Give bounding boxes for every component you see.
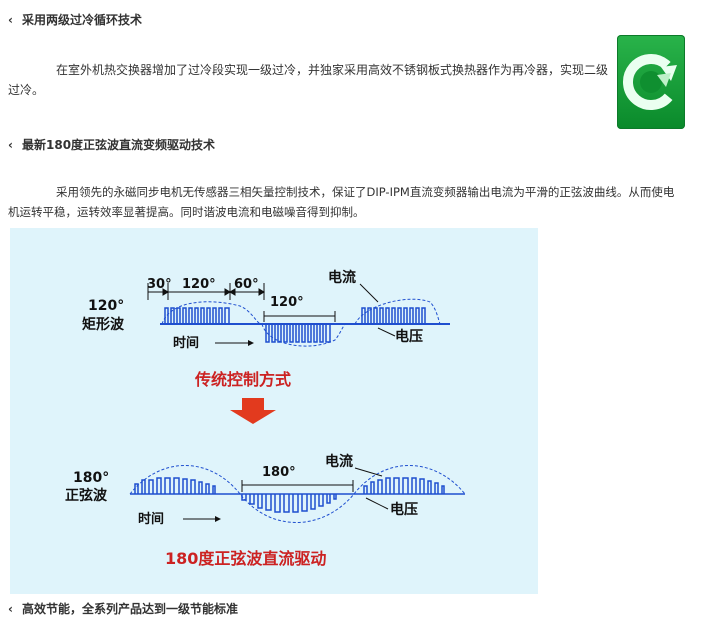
top-caption: 传统控制方式 [194, 370, 291, 389]
top-current-dashed [161, 298, 441, 347]
section-title-text: 采用两级过冷循环技术 [22, 13, 143, 27]
seg-60-label: 60° [234, 277, 259, 292]
bottom-time-label: 时间 [138, 511, 164, 527]
bottom-voltage-pointer [365, 497, 389, 510]
top-wave-label: 矩形波 [82, 316, 125, 333]
section-title-3: ‹ 高效节能，全系列产品达到一级节能标准 [8, 600, 238, 617]
top-time-arrow [215, 340, 254, 346]
chevron-left-icon: ‹ [8, 601, 13, 616]
top-current-label: 电流 [328, 269, 356, 286]
bottom-current-label: 电流 [325, 453, 353, 470]
green-c-arrow-icon [617, 35, 685, 129]
top-pwm-neg [265, 324, 331, 343]
section-title-text: 最新180度正弦波直流变频驱动技术 [22, 138, 216, 152]
bottom-time-arrow [183, 516, 221, 522]
top-angle-label: 120° [88, 298, 124, 314]
section-title-text: 高效节能，全系列产品达到一级节能标准 [22, 602, 239, 616]
bottom-current-pointer [354, 467, 383, 477]
seg-120-label: 120° [182, 277, 216, 292]
top-pwm-pos2 [361, 307, 426, 324]
paragraph-1-line2: 过冷。 [8, 83, 45, 97]
bottom-dimension-lines [241, 480, 354, 492]
paragraph-2-line2: 机运转平稳，运转效率显著提高。同时谐波电流和电磁噪音得到抑制。 [8, 205, 365, 219]
seg-30-label: 30° [147, 277, 172, 292]
section-title-1: ‹ 采用两级过冷循环技术 [8, 11, 142, 28]
down-arrow-icon [230, 398, 276, 424]
section-title-2: ‹ 最新180度正弦波直流变频驱动技术 [8, 136, 215, 153]
bottom-caption: 180度正弦波直流驱动 [165, 549, 326, 568]
chevron-left-icon: ‹ [8, 12, 13, 27]
paragraph-1: 在室外机热交换器增加了过冷段实现一级过冷，并独家采用高效不锈钢板式换热器作为再冷… [8, 60, 608, 100]
top-current-pointer [359, 283, 379, 303]
bottom-pwm [134, 477, 445, 513]
bottom-voltage-label: 电压 [390, 501, 418, 518]
seg-120b-label: 120° [270, 295, 304, 310]
top-voltage-label: 电压 [395, 328, 423, 345]
bottom-seg-label: 180° [262, 465, 296, 480]
top-time-label: 时间 [173, 335, 199, 351]
control-diagram: 120° 矩形波 30° 120° 60° 120° [10, 228, 538, 594]
top-pwm-pos [164, 307, 230, 324]
paragraph-2: 采用领先的永磁同步电机无传感器三相矢量控制技术，保证了DIP-IPM直流变频器输… [8, 182, 713, 222]
bottom-wave-label: 正弦波 [65, 487, 108, 504]
bottom-angle-label: 180° [73, 470, 109, 486]
chevron-left-icon: ‹ [8, 137, 13, 152]
paragraph-1-line1: 在室外机热交换器增加了过冷段实现一级过冷，并独家采用高效不锈钢板式换热器作为再冷… [56, 63, 609, 77]
top-voltage-pointer [377, 327, 396, 337]
top-dimension-lines [147, 283, 336, 322]
paragraph-2-line1: 采用领先的永磁同步电机无传感器三相矢量控制技术，保证了DIP-IPM直流变频器输… [56, 185, 675, 199]
